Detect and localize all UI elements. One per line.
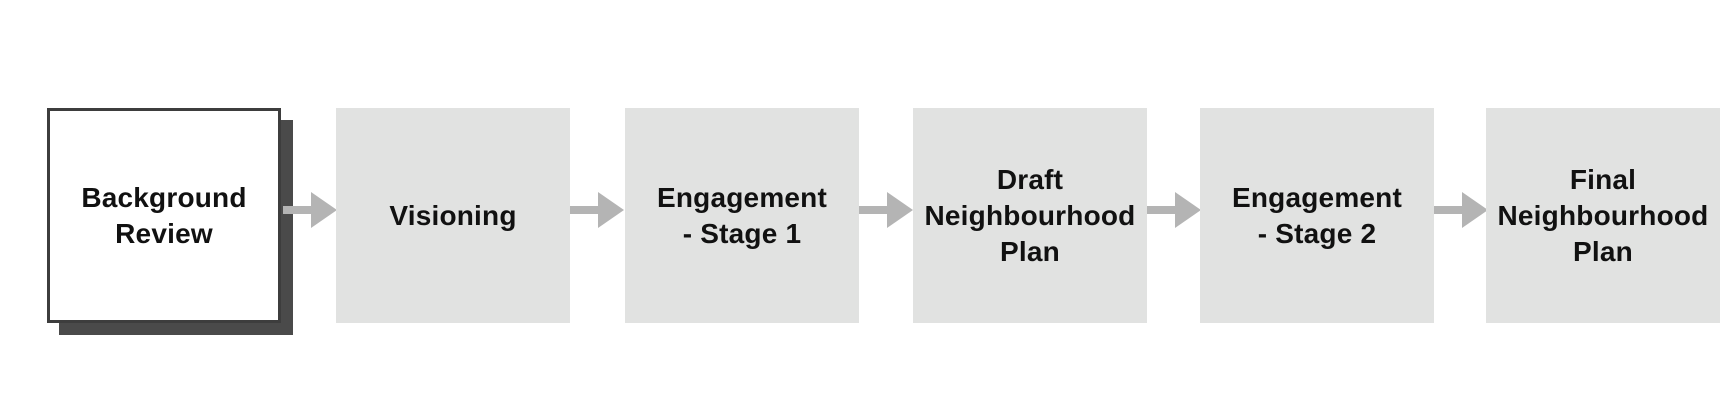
step-label: Background Review	[81, 181, 247, 249]
step-engagement-stage-2: Engagement - Stage 2	[1200, 108, 1434, 323]
step-visioning: Visioning	[336, 108, 570, 323]
arrow-right-icon	[283, 192, 337, 228]
arrow-right-icon	[859, 192, 913, 228]
arrow-right-icon	[1147, 192, 1201, 228]
step-engagement-stage-1: Engagement - Stage 1	[625, 108, 859, 323]
step-final-neighbourhood-plan: Final Neighbourhood Plan	[1486, 108, 1720, 323]
step-draft-neighbourhood-plan: Draft Neighbourhood Plan	[913, 108, 1147, 323]
step-label: Final Neighbourhood Plan	[1497, 163, 1709, 267]
step-label: Draft Neighbourhood Plan	[924, 163, 1136, 267]
step-label: Engagement - Stage 1	[656, 181, 828, 249]
step-label: Engagement - Stage 2	[1231, 181, 1403, 249]
step-label: Visioning	[389, 199, 517, 231]
arrow-right-icon	[570, 192, 624, 228]
arrow-right-icon	[1434, 192, 1488, 228]
step-background-review: Background Review	[47, 108, 281, 323]
